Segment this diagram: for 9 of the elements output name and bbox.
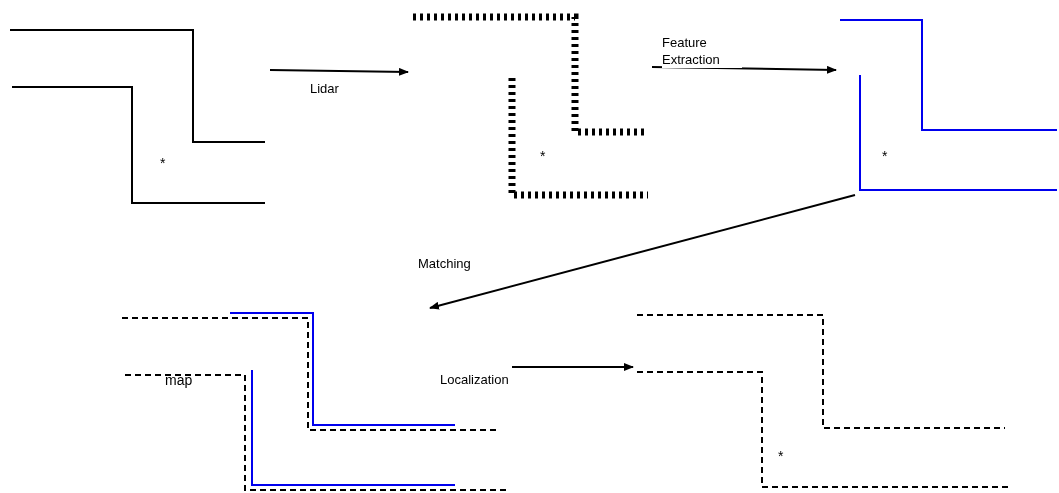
position-marker: *: [778, 448, 784, 464]
position-marker: *: [540, 148, 546, 164]
arrow: [429, 194, 856, 310]
arrow: [269, 67, 409, 76]
arrow: [511, 363, 634, 371]
map-label: map: [165, 372, 193, 388]
arrow: [651, 65, 837, 74]
position-marker: *: [160, 155, 166, 171]
position-marker: *: [882, 148, 888, 164]
